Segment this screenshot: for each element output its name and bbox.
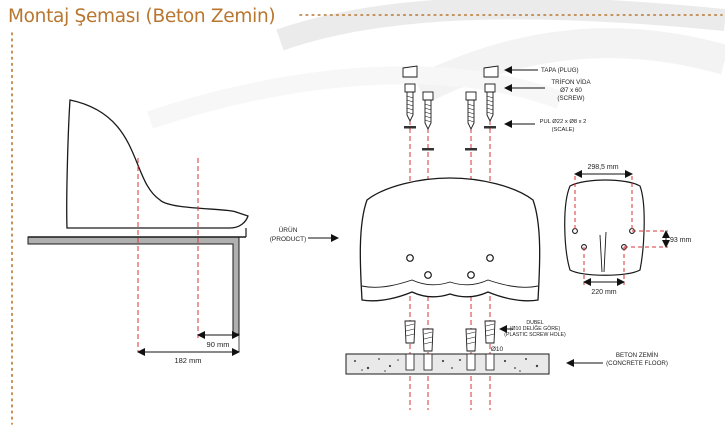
screw-label-line2: Ø7 x 60: [560, 87, 582, 94]
product-label-line2: (PRODUCT): [270, 236, 306, 243]
concrete-floor: [345, 353, 550, 375]
plug-left: [402, 65, 418, 78]
floor-label-line2: (CONCRETE FLOOR): [606, 360, 668, 367]
plug-label: TAPA (PLUG): [541, 67, 579, 74]
callouts: TAPA (PLUG) TRİFON VİDA Ø7 x 60 (SCREW) …: [270, 66, 668, 367]
seat-side-profile: [66, 99, 249, 229]
washer-group: [404, 126, 496, 151]
washer-label-line1: PUL Ø22 x Ø8 x 2: [540, 119, 587, 125]
seat-back-outline: [564, 179, 645, 276]
dowel-label-line3: (PLASTIC SCREW HOLE): [504, 332, 566, 338]
step-slab: [27, 236, 240, 335]
dim-90-label: 90 mm: [207, 340, 230, 349]
dotted-frame: [11, 14, 723, 425]
background-swoosh: [147, 0, 725, 129]
concrete-texture: [354, 358, 539, 372]
dim-93-label: 93 mm: [670, 237, 692, 244]
washer-label-line2: (SCALE): [552, 127, 575, 133]
dim-182-label: 182 mm: [174, 356, 201, 365]
floor-label-line1: BETON ZEMİN: [616, 352, 658, 359]
title-bar: Montaj Şeması (Beton Zemin): [8, 3, 276, 29]
seat-front-outline: [359, 177, 541, 302]
dowel-label-line2: (Ø10 DELİĞE GÖRE): [510, 325, 561, 332]
dowel-group: [404, 320, 496, 352]
screw-group: [404, 83, 496, 131]
dim-298-label: 298,5 mm: [587, 164, 618, 171]
dowel-label-line1: DUBEL: [526, 320, 543, 326]
screw-label-line1: TRİFON VİDA: [551, 79, 591, 86]
side-view: 90 mm 182 mm: [27, 99, 249, 365]
page-title: Montaj Şeması (Beton Zemin): [8, 5, 276, 27]
back-view: 298,5 mm 220 mm 93 mm: [564, 164, 692, 296]
product-label-line1: ÜRÜN: [279, 226, 298, 234]
dim-220-label: 220 mm: [591, 289, 616, 296]
plug-right: [483, 65, 499, 78]
screw-label-line3: (SCREW): [557, 95, 584, 102]
seat-holes: [406, 254, 494, 279]
hole-diameter-label: Ø10: [491, 346, 504, 353]
front-view: Ø10: [345, 65, 550, 410]
